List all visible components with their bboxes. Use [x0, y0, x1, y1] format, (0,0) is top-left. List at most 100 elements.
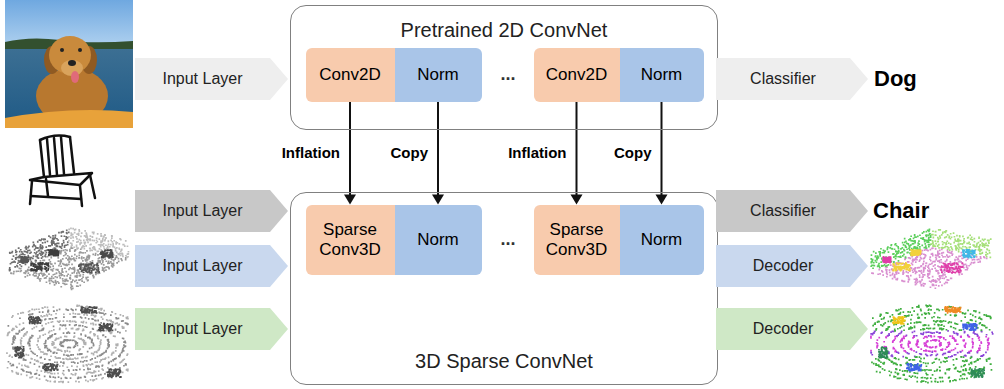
input-arrow: Input Layer — [135, 245, 288, 287]
connector-line — [349, 102, 351, 196]
head-arrow: Decoder — [716, 308, 868, 350]
point-cloud-dots — [892, 316, 906, 325]
arrow-fill — [135, 58, 288, 100]
layer-name: Input Layer — [162, 201, 242, 221]
network-title: Pretrained 2D ConvNet — [291, 18, 717, 42]
chair-post — [70, 137, 74, 173]
arrow-fill — [716, 245, 868, 287]
head-arrow: Decoder — [716, 245, 868, 287]
input-arrow: Input Layer — [135, 308, 288, 350]
edge-label-slot: Copy — [612, 144, 654, 162]
layer-name: Decoder — [753, 256, 813, 276]
edge-label: Copy — [389, 144, 431, 161]
edge-label: Inflation — [280, 144, 342, 161]
layer-name: Input Layer — [162, 319, 242, 339]
dog-eye — [78, 48, 82, 52]
photo-background — [5, 0, 133, 128]
label-slot: ... — [500, 229, 515, 251]
point-cloud-dots — [870, 330, 993, 358]
indoor-point-cloud — [9, 228, 130, 291]
norm-block: Norm — [620, 48, 704, 102]
arrow-head — [344, 195, 356, 205]
conv-block: Sparse Conv3D — [534, 205, 620, 275]
chair-slats — [47, 137, 64, 175]
point-cloud-dots — [68, 228, 129, 259]
inflation-arrow — [656, 102, 668, 205]
indoor-segmentation — [870, 229, 991, 290]
norm-block: Norm — [395, 205, 482, 275]
outdoor-point-cloud — [6, 305, 129, 384]
outdoor-segmentation — [870, 305, 993, 384]
point-cloud-dots — [6, 305, 129, 384]
chair-stretcher — [31, 196, 81, 199]
input-arrow: Input Layer — [135, 190, 288, 232]
point-cloud-dots — [962, 249, 976, 258]
head-arrow: Classifier — [716, 190, 868, 232]
input-arrow: Input Layer — [135, 58, 288, 100]
ellipsis: ... — [500, 229, 515, 249]
module-name: Sparse Conv3D — [539, 220, 615, 259]
arrow-fill — [716, 190, 868, 232]
dog-eye — [60, 48, 64, 52]
chair-legs — [30, 175, 95, 206]
edge-label: Inflation — [506, 144, 568, 161]
dog-tongue — [71, 71, 79, 83]
layer-name: Classifier — [750, 69, 816, 89]
point-cloud-dots — [944, 306, 961, 314]
layer-name: Input Layer — [162, 256, 242, 276]
point-cloud-dots — [878, 346, 985, 378]
connector-line — [437, 102, 439, 196]
label-slot: Chair — [873, 198, 929, 224]
point-cloud-dots — [871, 305, 992, 384]
ellipsis: ... — [500, 64, 515, 84]
label-slot: ... — [500, 64, 515, 86]
conv-block: Conv2D — [534, 48, 620, 102]
module-name: Norm — [641, 230, 683, 250]
module-name: Sparse Conv3D — [311, 220, 390, 259]
inflation-arrow — [571, 102, 583, 205]
class-output: Dog — [874, 66, 917, 91]
arrow-fill — [135, 245, 288, 287]
inflation-arrow — [344, 102, 356, 205]
arrow-head — [571, 195, 583, 205]
point-cloud-dots — [9, 230, 70, 272]
label-slot: Dog — [874, 66, 917, 92]
layer-name: Input Layer — [162, 69, 242, 89]
layer-name: Decoder — [753, 319, 813, 339]
point-cloud-dots — [930, 229, 991, 258]
arrow-fill — [716, 58, 868, 100]
arrow-fill — [716, 308, 868, 350]
arrow-head — [432, 195, 444, 205]
point-cloud-dots — [14, 306, 122, 378]
network-frame: 3D Sparse ConvNet Sparse Conv3D Norm Sparse… — [290, 192, 718, 385]
point-cloud-dots — [892, 249, 922, 272]
chair-post — [40, 140, 44, 177]
connector-line — [661, 102, 663, 196]
norm-block: Norm — [395, 48, 482, 102]
point-cloud-dots — [871, 247, 987, 289]
module-name: Conv2D — [319, 65, 380, 85]
point-cloud-dots — [100, 249, 114, 259]
dog-nose — [68, 60, 76, 66]
arrow-head — [656, 195, 668, 205]
arrow-fill — [135, 190, 288, 232]
layer-name: Classifier — [750, 201, 816, 221]
dog-photo — [5, 0, 133, 128]
edge-label-slot: Inflation — [280, 144, 342, 162]
arrow-fill — [135, 308, 288, 350]
point-cloud-dots — [906, 323, 978, 372]
connector-line — [576, 102, 578, 196]
point-cloud-dots — [20, 256, 100, 274]
chair-sketch — [30, 136, 95, 206]
conv-block: Sparse Conv3D — [306, 205, 395, 275]
module-name: Norm — [417, 230, 459, 250]
chair-seat — [30, 173, 92, 185]
edge-label-slot: Inflation — [506, 144, 568, 162]
edge-label: Copy — [612, 144, 654, 161]
network-title: 3D Sparse ConvNet — [291, 349, 717, 373]
module-name: Conv2D — [546, 65, 607, 85]
inflation-arrow — [432, 102, 444, 205]
conv-block: Conv2D — [306, 48, 395, 102]
point-cloud-dots — [882, 256, 963, 274]
